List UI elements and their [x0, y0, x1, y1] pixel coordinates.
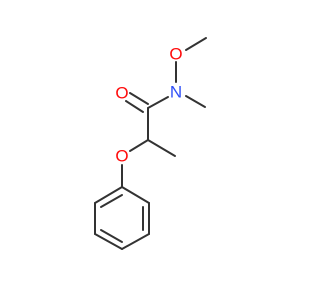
bond-alpha-methyl: [147, 139, 176, 157]
methoxy-oxygen-label: O: [169, 45, 182, 64]
bond-oxygen-methyl: [185, 37, 207, 51]
bond-carbonyl-double-a: [129, 92, 149, 105]
carbonyl-oxygen-label: O: [115, 84, 128, 103]
ether-oxygen-label: O: [115, 147, 128, 166]
bond-alpha-oxygen: [129, 139, 149, 152]
ring-bond-6: [94, 186, 123, 204]
bond-carbonyl-double-b: [125, 100, 144, 113]
ring-bond-1: [121, 186, 150, 204]
bond-carbonyl-nitrogen: [147, 96, 169, 109]
ring-inner-bond-c: [100, 194, 123, 208]
amide-nitrogen-label: N: [170, 83, 182, 102]
ring-bond-4: [94, 233, 123, 250]
bond-nitrogen-methyl: [185, 95, 206, 108]
ring-inner-bond-b: [100, 229, 123, 243]
molecule-structure: O N O O: [94, 37, 207, 250]
ring-bond-3: [121, 233, 150, 250]
